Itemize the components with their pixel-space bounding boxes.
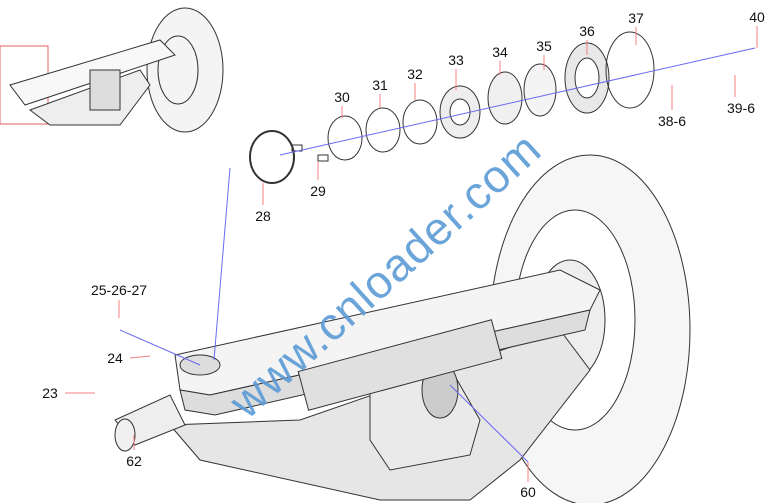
part-label-23: 23 [42,385,58,401]
part-label-32: 32 [407,66,423,82]
part-label-36: 36 [579,23,595,39]
part-label-40: 40 [749,9,765,25]
part-label-39-6: 39-6 [726,100,756,116]
leader-lines [65,26,758,482]
part-label-30: 30 [334,89,350,105]
part-label-24: 24 [107,350,123,366]
part-label-60: 60 [520,484,536,500]
axle-housing [114,269,601,501]
part-label-25-26-27: 25-26-27 [90,282,148,298]
part-label-38-6: 38-6 [657,113,687,129]
part-label-34: 34 [492,44,508,60]
exploded-parts [249,31,655,184]
part-label-29: 29 [310,183,326,199]
part-label-62: 62 [126,453,142,469]
part-label-33: 33 [448,52,464,68]
inset-overview [0,7,224,133]
part-label-28: 28 [255,208,271,224]
part-label-31: 31 [372,77,388,93]
assembly-axis-lines [119,47,756,463]
part-label-37: 37 [628,10,644,26]
part-label-35: 35 [536,38,552,54]
